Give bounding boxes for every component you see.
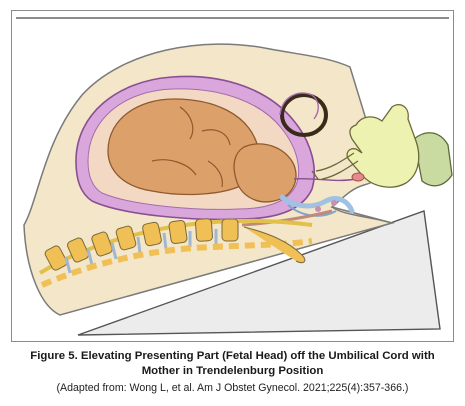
vulva (352, 173, 364, 181)
glove-sleeve (414, 133, 452, 186)
figure-caption-title: Figure 5. Elevating Presenting Part (Fet… (20, 349, 445, 379)
figure-caption-source: (Adapted from: Wong L, et al. Am J Obste… (14, 381, 451, 395)
trendelenburg-illustration (12, 11, 453, 341)
figure-frame (11, 10, 454, 342)
